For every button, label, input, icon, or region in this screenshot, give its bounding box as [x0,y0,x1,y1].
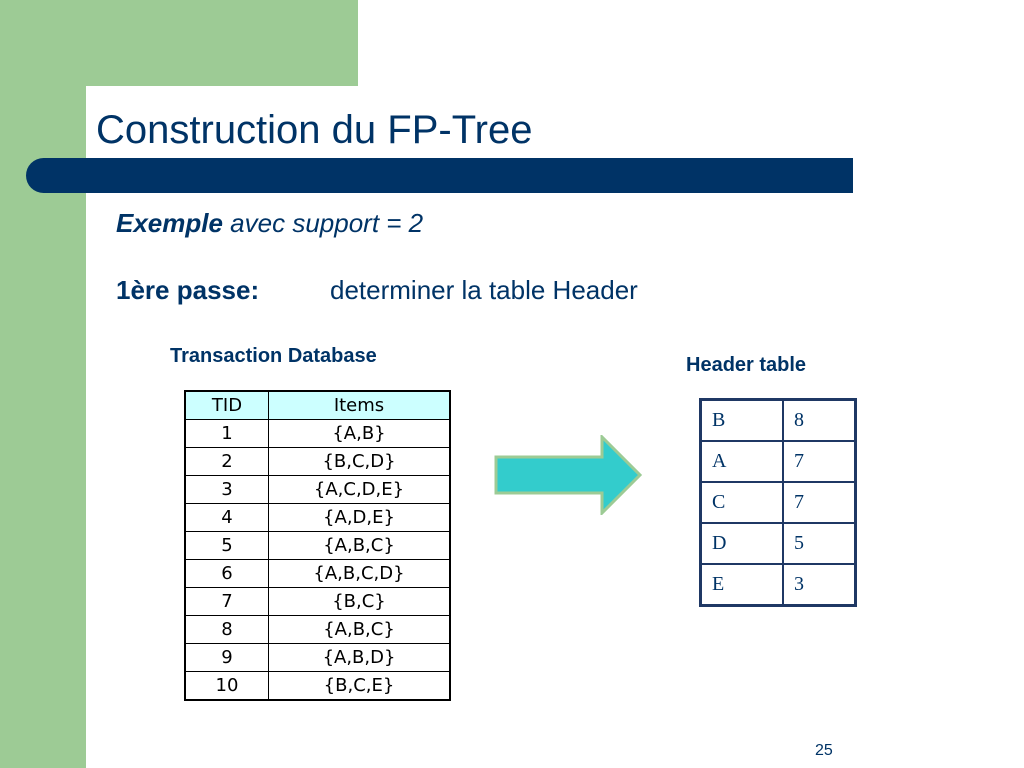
tid-column-header: TID [184,390,269,420]
tid-cell: 6 [184,559,269,588]
tid-cell: 10 [184,671,269,701]
items-cell: {A,B,C} [268,531,451,560]
items-cell: {A,B,D} [268,643,451,672]
count-cell: 8 [782,398,857,442]
items-cell: {A,D,E} [268,503,451,532]
item-cell: A [699,440,784,483]
table-row: 4{A,D,E} [184,503,451,532]
table-row: 10{B,C,E} [184,671,451,701]
table-header-row: TID Items [184,390,451,420]
transaction-table: TID Items 1{A,B}2{B,C,D}3{A,C,D,E}4{A,D,… [184,390,451,701]
items-cell: {B,C,E} [268,671,451,701]
table-row: 3{A,C,D,E} [184,475,451,504]
pass-description: determiner la table Header [330,275,638,305]
items-cell: {A,B,C,D} [268,559,451,588]
title-underline-bar [26,158,853,193]
table-row: 6{A,B,C,D} [184,559,451,588]
table-row: 2{B,C,D} [184,447,451,476]
tid-cell: 1 [184,419,269,448]
example-text: avec support = 2 [222,208,424,238]
item-cell: B [699,398,784,442]
item-cell: D [699,522,784,565]
right-arrow-icon [494,435,643,515]
items-cell: {A,C,D,E} [268,475,451,504]
example-line: Exemple avec support = 2 [116,208,423,239]
example-bold: Exemple [116,208,223,238]
table-row: 8{A,B,C} [184,615,451,644]
item-cell: C [699,481,784,524]
table-row: 9{A,B,D} [184,643,451,672]
items-cell: {B,C,D} [268,447,451,476]
tid-cell: 8 [184,615,269,644]
header-table-caption: Header table [686,354,807,376]
content-corner [86,86,166,166]
count-cell: 3 [782,563,857,607]
green-left-band [0,0,86,768]
tid-cell: 5 [184,531,269,560]
tid-cell: 9 [184,643,269,672]
table-row: 7{B,C} [184,587,451,616]
table-row: 5{A,B,C} [184,531,451,560]
tid-cell: 4 [184,503,269,532]
slide-title: Construction du FP-Tree [96,108,533,152]
tid-cell: 7 [184,587,269,616]
tid-cell: 3 [184,475,269,504]
count-cell: 7 [782,481,857,524]
tid-cell: 2 [184,447,269,476]
items-column-header: Items [268,390,451,420]
items-cell: {B,C} [268,587,451,616]
count-cell: 5 [782,522,857,565]
items-cell: {A,B,C} [268,615,451,644]
pass-label: 1ère passe: [116,275,260,305]
table-row: 1{A,B} [184,419,451,448]
page-number: 25 [815,742,833,759]
item-cell: E [699,563,784,607]
count-cell: 7 [782,440,857,483]
transaction-db-caption: Transaction Database [170,345,377,367]
items-cell: {A,B} [268,419,451,448]
